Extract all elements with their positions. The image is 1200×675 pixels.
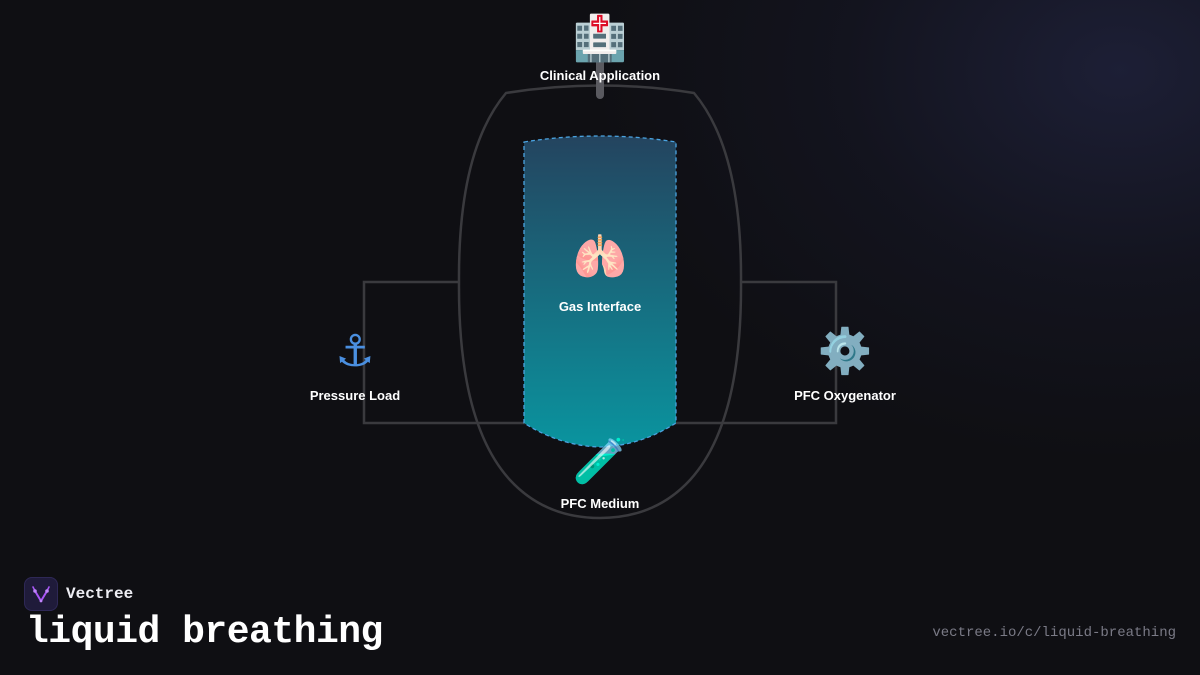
page-url[interactable]: vectree.io/c/liquid-breathing (932, 625, 1176, 641)
pfc-oxygenator-label: PFC Oxygenator (794, 388, 896, 403)
vectree-logo-icon (24, 577, 58, 611)
page-title: liquid breathing (26, 611, 383, 654)
fluid-chamber (523, 135, 677, 448)
pressure-load-label: Pressure Load (309, 388, 401, 403)
hospital-icon: 🏥 (572, 13, 628, 64)
brand-name: Vectree (66, 585, 134, 603)
lungs-icon: 🫁 (572, 232, 628, 283)
gas-interface-label: Gas Interface (558, 299, 642, 314)
clinical-application-label: Clinical Application (539, 68, 661, 83)
gear-icon: ⚙️ (817, 326, 873, 377)
pfc-medium-label: PFC Medium (560, 496, 640, 511)
anchor-icon: ⚓ (335, 326, 375, 377)
test-tube-icon: 🧪 (572, 436, 628, 487)
vessel-outline (457, 84, 743, 520)
